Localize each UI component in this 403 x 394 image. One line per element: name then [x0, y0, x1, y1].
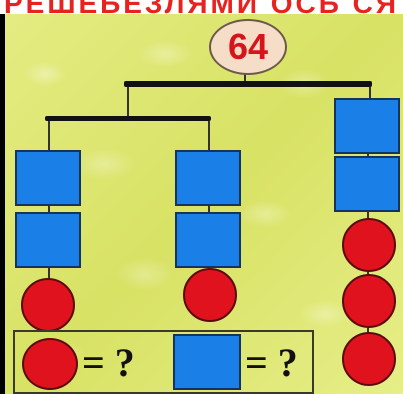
- right-circle-1: [342, 218, 396, 272]
- middle-square-2: [175, 212, 241, 268]
- left-square-2: [15, 212, 81, 268]
- answer-box: [13, 330, 314, 394]
- right-link-1: [367, 154, 369, 156]
- left-branch-string: [48, 121, 50, 150]
- answer-square: [173, 334, 241, 390]
- right-link-3: [367, 272, 369, 274]
- header-title: РЕШЕБЕЗЛЯМИ ОСЬ СЯ: [3, 0, 400, 18]
- middle-link-1: [208, 206, 210, 212]
- middle-circle-1: [183, 268, 237, 322]
- sub-bar: [45, 116, 211, 121]
- right-link-2: [367, 212, 369, 218]
- left-link-2: [48, 268, 50, 278]
- middle-square-1: [175, 150, 241, 206]
- top-left-string: [127, 87, 129, 117]
- answer-circle: [22, 338, 78, 390]
- top-right-string: [369, 87, 371, 98]
- left-link-1: [48, 206, 50, 212]
- top-bar: [124, 81, 372, 87]
- total-weight-bubble: 64: [209, 19, 287, 75]
- middle-branch-string: [208, 121, 210, 150]
- right-circle-3: [342, 332, 396, 386]
- left-border: [0, 14, 5, 394]
- right-circle-2: [342, 274, 396, 328]
- square-question: = ?: [245, 340, 298, 385]
- circle-question: = ?: [82, 340, 135, 385]
- left-square-1: [15, 150, 81, 206]
- right-link-4: [367, 328, 369, 332]
- right-square-1: [334, 98, 400, 154]
- right-square-2: [334, 156, 400, 212]
- left-circle-1: [21, 278, 75, 332]
- top-string: [244, 70, 246, 83]
